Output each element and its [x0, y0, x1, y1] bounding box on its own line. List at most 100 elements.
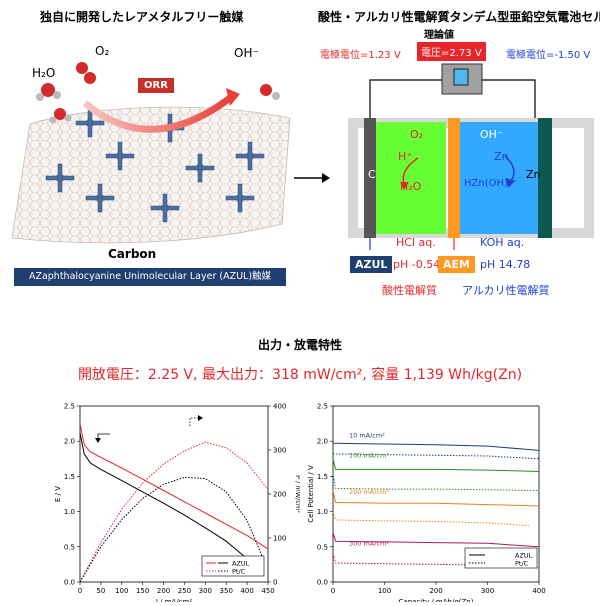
- series-line-2: [79, 441, 269, 583]
- voltage-badge: 電圧=2.73 V: [417, 42, 486, 61]
- y-tick-label: 1.0: [64, 508, 75, 516]
- y-axis-label: E / V: [54, 486, 62, 502]
- x-tick-label: 250: [178, 587, 191, 595]
- series-line-3: [332, 472, 540, 491]
- right-arrow-icon: [294, 173, 330, 183]
- aem-tag: AEM: [438, 256, 475, 273]
- oxygen-molecule: [76, 62, 96, 84]
- battery-cell-diagram: [348, 63, 594, 250]
- x-tick-label: 150: [136, 587, 149, 595]
- o2-species: O₂: [410, 128, 424, 141]
- y2-tick-label: 300: [273, 447, 286, 455]
- y-tick-label: 1.5: [317, 473, 328, 481]
- plot-frame: [79, 405, 269, 583]
- x-tick-label: 200: [429, 587, 442, 595]
- y-tick-label: 1.0: [317, 508, 328, 516]
- orr-arrow: [82, 95, 233, 133]
- y-tick-label: 0.0: [64, 579, 75, 587]
- ohm-species: OH⁻: [480, 128, 503, 141]
- ph-base: pH 14.78: [480, 258, 531, 271]
- y2-tick-label: 400: [273, 403, 286, 411]
- h2o-label: H₂O: [32, 66, 56, 80]
- left-panel-title: 独自に開発したレアメタルフリー触媒: [40, 10, 244, 24]
- hzn-species: HZn(OH)₂⁻: [464, 178, 518, 189]
- x-tick-label: 350: [220, 587, 233, 595]
- y-tick-label: 1.5: [64, 473, 75, 481]
- y-tick-label: 0.5: [64, 543, 75, 551]
- x-tick-label: 400: [532, 587, 545, 595]
- azul-tag: AZUL: [350, 256, 393, 273]
- hplus-species: H⁺: [398, 150, 413, 163]
- y-axis-label: Cell Potential / V: [307, 465, 315, 523]
- series-line-0: [79, 423, 269, 550]
- rate-annotation: 100 mA/cm²: [349, 451, 389, 459]
- graphene-sheet: [11, 106, 291, 244]
- zn-species: Zn: [494, 150, 509, 163]
- y-tick-label: 0.5: [317, 543, 328, 551]
- zinc-electrode-label: Zn: [526, 168, 541, 181]
- y-tick-label: 2.5: [317, 403, 328, 411]
- x-tick-label: 300: [481, 587, 494, 595]
- carbon-label: Carbon: [108, 247, 157, 261]
- catalyst-illustration: [11, 62, 291, 244]
- water-molecule: [36, 83, 72, 124]
- carbon-electrode-label: C: [368, 168, 376, 181]
- y2-tick-label: 200: [273, 491, 286, 499]
- koh-label: KOH aq.: [480, 236, 525, 249]
- hcl-label: HCl aq.: [396, 236, 436, 249]
- polarization-chart: 0 50 100 150 200 250 300 350 400 450 0.0 0.5 1.0 1.5 2…: [54, 403, 300, 603]
- legend-label: Pt/C: [515, 560, 529, 568]
- discharge-chart: 0 100 200 300 400 0.0 0.5 1.0 1.5 2.0 2.5Capacity …: [307, 403, 546, 603]
- x-tick-label: 400: [240, 587, 253, 595]
- series-line-7: [332, 553, 540, 569]
- y-tick-label: 0.0: [317, 579, 328, 587]
- x-tick-label: 0: [331, 587, 335, 595]
- legend-label: Pt/C: [232, 568, 246, 576]
- section-title: 出力・放電特性: [257, 338, 342, 352]
- y-tick-label: 2.0: [64, 438, 75, 446]
- acid-electrolyte-label: 酸性電解質: [382, 284, 437, 297]
- electrode-potential-right: 電極電位=-1.50 V: [506, 50, 591, 61]
- rate-annotation: 200 mA/cm²: [349, 488, 389, 496]
- x-tick-label: 50: [96, 587, 105, 595]
- rate-annotation: 300 mA/cm²: [349, 539, 389, 547]
- ph-acid: pH -0.54: [393, 258, 441, 271]
- orr-badge: ORR: [138, 78, 174, 93]
- azul-banner: AZaphthalocyanine Unimolecular Layer (AZ…: [14, 268, 286, 286]
- x-axis-label: J / mA/cm²: [155, 598, 193, 602]
- hydroxide-ion: [260, 84, 280, 100]
- x-tick-label: 0: [78, 587, 82, 595]
- oh-label: OH⁻: [234, 46, 259, 60]
- headline: 開放電圧：2.25 V, 最大出力：318 mW/cm², 容量 1,139 W…: [77, 367, 523, 383]
- y2-axis-label: P / mW/cm²: [294, 475, 300, 513]
- x-tick-label: 100: [378, 587, 391, 595]
- y-tick-label: 2.0: [317, 438, 328, 446]
- x-axis-label: Capacity / mAh/g(Zn): [399, 598, 474, 602]
- series-line-4: [332, 490, 540, 507]
- series-line-1: [79, 432, 265, 574]
- o2-label: O₂: [95, 44, 110, 58]
- legend-box: [201, 555, 265, 577]
- series-line-0: [332, 442, 540, 451]
- base-electrolyte-label: アルカリ性電解質: [462, 284, 550, 297]
- legend-label: AZUL: [515, 552, 533, 560]
- right-panel-title: 酸性・アルカリ性電解質タンデム型亜鉛空気電池セル: [318, 10, 600, 24]
- x-tick-label: 450: [261, 587, 274, 595]
- y-tick-label: 2.5: [64, 403, 75, 411]
- left-axis-arrowhead-icon: [95, 438, 101, 443]
- series-line-5: [332, 511, 529, 527]
- electrode-potential-left: 電極電位=1.23 V: [320, 50, 401, 61]
- x-tick-label: 200: [157, 587, 170, 595]
- series-line-1: [332, 453, 540, 460]
- rate-annotation: 10 mA/cm²: [349, 432, 385, 440]
- y2-tick-label: 100: [273, 535, 286, 543]
- x-tick-label: 100: [115, 587, 128, 595]
- x-tick-label: 300: [199, 587, 212, 595]
- h2o-species: H₂O: [400, 180, 422, 193]
- series-line-2: [332, 458, 540, 472]
- series-line-3: [79, 476, 265, 583]
- series-line-6: [332, 532, 540, 548]
- y2-tick-label: 0: [273, 579, 277, 587]
- legend-box: [464, 547, 538, 569]
- legend-label: AZUL: [232, 560, 250, 568]
